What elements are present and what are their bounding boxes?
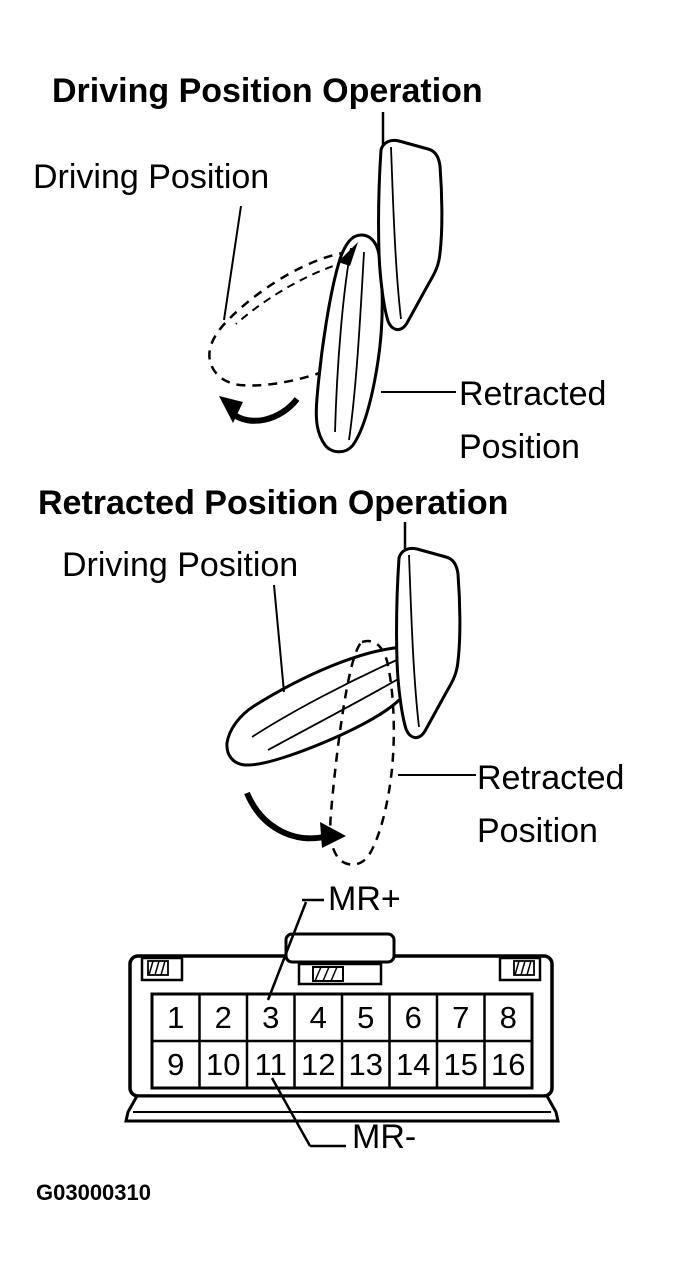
mr-minus-leader-line	[270, 1077, 312, 1147]
mirror-contour-1b	[348, 251, 365, 441]
pin-9: 9	[167, 1046, 185, 1082]
motion-arrow-arc-2	[244, 791, 329, 842]
pin-11: 11	[254, 1046, 287, 1082]
motion-arrowhead-1	[219, 396, 243, 423]
section2-title: Retracted Position Operation	[38, 484, 509, 522]
mr-minus-label: MR-	[352, 1118, 417, 1156]
pin-3: 3	[262, 999, 280, 1035]
connector-pin-grid: 1 2 3 4 5 6 7 8 9 10 11 12 13 14 15 16	[152, 994, 532, 1088]
retracted-position-dashed-outline-2	[329, 639, 396, 866]
pin-5: 5	[357, 999, 375, 1035]
fold-arrowhead-top-1	[338, 242, 358, 266]
driving-position-dashed-contour-1	[235, 261, 347, 325]
mr-plus-leader-line	[266, 901, 308, 1001]
driving-label-leader-1	[223, 205, 242, 321]
pin-1: 1	[167, 999, 185, 1035]
bracket-contour-2	[408, 554, 420, 728]
pin-4: 4	[309, 999, 327, 1035]
driving-position-label-2: Driving Position	[62, 546, 299, 584]
pin-2: 2	[214, 999, 232, 1035]
bracket-contour-1	[390, 146, 402, 320]
pin-16: 16	[491, 1046, 526, 1082]
pin-7: 7	[452, 999, 470, 1035]
pin-12: 12	[301, 1046, 336, 1082]
mirror-diagram-retracted-operation	[225, 522, 476, 866]
pin-13: 13	[348, 1046, 383, 1082]
retracted-position-label-1: Retracted Position	[459, 375, 607, 466]
mr-plus-label: MR+	[328, 880, 401, 918]
connector-base	[124, 1094, 560, 1123]
mirror-contour-2a	[251, 658, 400, 738]
motion-arrowhead-2	[320, 822, 346, 848]
pin-8: 8	[499, 999, 517, 1035]
section1-title: Driving Position Operation	[52, 72, 483, 110]
mirror-housing-retracted-1	[314, 233, 384, 454]
figure-id: G03000310	[36, 1180, 151, 1205]
pin-14: 14	[396, 1046, 431, 1082]
connector-diagram	[124, 898, 560, 1148]
mirror-diagram-driving-operation	[208, 112, 456, 454]
driving-label-leader-2	[273, 584, 285, 693]
mirror-bracket-2	[395, 546, 462, 739]
mirror-bracket-1	[377, 138, 444, 331]
driving-position-label-1: Driving Position	[33, 158, 270, 196]
pin-15: 15	[443, 1046, 478, 1082]
pin-6: 6	[404, 999, 422, 1035]
mirror-contour-2b	[267, 673, 408, 751]
pin-10: 10	[206, 1046, 241, 1082]
motion-arrow-arc-1	[231, 397, 300, 424]
retracted-position-label-2: Retracted Position	[477, 759, 625, 850]
connector-center-tab	[284, 932, 396, 964]
